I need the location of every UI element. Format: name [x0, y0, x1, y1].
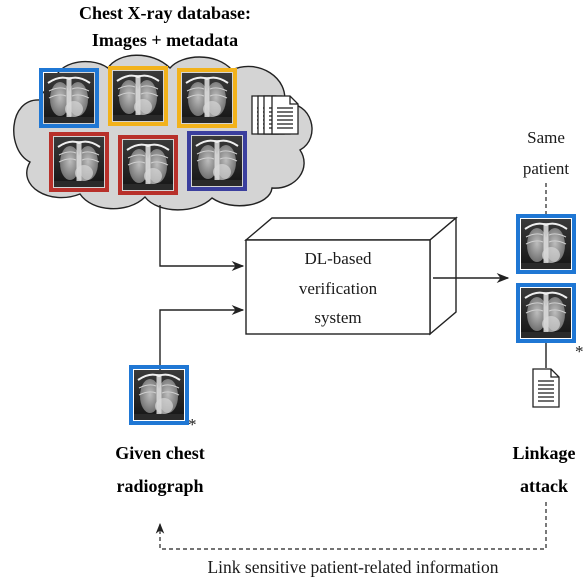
system-label-line3: system [314, 308, 361, 327]
output-xray-2 [516, 283, 576, 343]
footer-caption: Link sensitive patient-related informati… [207, 557, 498, 577]
given-label-line1: Given chest [115, 443, 205, 463]
database-xray-6 [187, 131, 247, 191]
database-xray-3 [177, 68, 237, 128]
same-patient-line2: patient [523, 159, 570, 178]
verification-system-box [244, 216, 458, 336]
database-xray-5 [118, 135, 178, 195]
database-title-line2: Images + metadata [92, 30, 238, 50]
database-xray-2 [108, 66, 168, 126]
output-asterisk: * [575, 342, 584, 361]
same-patient-line1: Same [527, 128, 565, 147]
database-xray-1 [39, 68, 99, 128]
given-label-line2: radiograph [116, 476, 203, 496]
output-xray-1 [516, 214, 576, 274]
metadata-document-icon [251, 95, 299, 135]
feedback-dashed-arrow [155, 502, 547, 550]
system-label-line1: DL-based [304, 249, 372, 268]
database-title-line1: Chest X-ray database: [79, 3, 251, 23]
linked-document-icon [532, 368, 560, 408]
given-xray [129, 365, 189, 425]
system-label-line2: verification [299, 279, 378, 298]
given-asterisk: * [188, 415, 197, 434]
database-xray-4 [49, 132, 109, 192]
database-to-system-arrow [159, 205, 245, 272]
given-to-system-arrow [159, 304, 245, 370]
linkage-label-line2: attack [520, 476, 568, 496]
linkage-label-line1: Linkage [512, 443, 575, 463]
